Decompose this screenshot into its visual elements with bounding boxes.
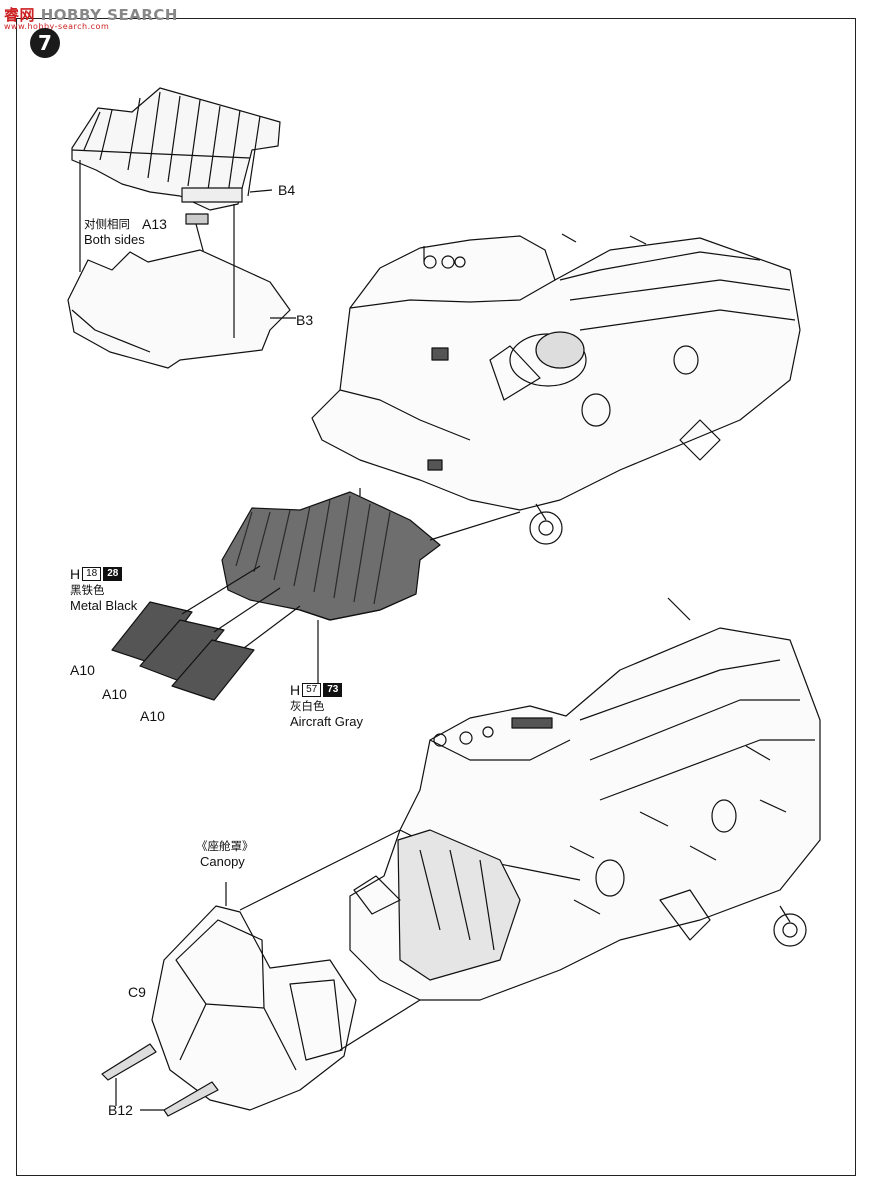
aircraft-gray-cn: 灰白色 <box>290 701 325 713</box>
paint-code-2: 73 <box>323 683 343 697</box>
watermark-brand: 睿网 <box>4 6 36 24</box>
part-a10-2 <box>139 619 225 683</box>
part-a13 <box>185 213 209 225</box>
part-label-a10-2: A10 <box>102 686 127 702</box>
part-b12-pin-1 <box>101 1043 157 1081</box>
part-label-b3: B3 <box>296 312 314 328</box>
page-frame <box>16 18 856 1176</box>
paint-aircraft-gray: H 57 73 <box>290 682 343 698</box>
canopy-cn: 《座舱罩》 <box>196 841 254 853</box>
both-sides-en: Both sides <box>84 232 145 247</box>
part-a10-1 <box>111 601 193 665</box>
paint-code-1: 57 <box>302 683 322 697</box>
paint-code-1: 18 <box>82 567 102 581</box>
part-a10-3 <box>171 639 255 701</box>
watermark-url: www.hobby-search.com <box>4 22 110 31</box>
watermark-text: HOBBY SEARCH <box>40 6 178 24</box>
paint-code-2: 28 <box>103 567 123 581</box>
upper-floor-panel-b4 <box>71 87 281 211</box>
paint-prefix: H <box>290 682 301 698</box>
paint-metal-black: H 18 28 <box>70 566 123 582</box>
part-label-a10-3: A10 <box>140 708 165 724</box>
paint-prefix: H <box>70 566 81 582</box>
watermark: 睿网 HOBBY SEARCH www.hobby-search.com <box>4 4 178 31</box>
both-sides-cn: 对侧相同 <box>84 219 130 231</box>
step-number-badge: 7 <box>30 28 60 58</box>
part-label-b12: B12 <box>108 1102 133 1118</box>
helicopter-upper <box>311 233 801 545</box>
floor-plate-middle <box>221 491 441 621</box>
part-label-a10-1: A10 <box>70 662 95 678</box>
part-label-b4: B4 <box>278 182 296 198</box>
aircraft-gray-en: Aircraft Gray <box>290 714 363 729</box>
helicopter-lower <box>349 597 821 1001</box>
part-b12-pin-2 <box>163 1081 219 1117</box>
part-label-a13: A13 <box>142 216 167 232</box>
metal-black-en: Metal Black <box>70 598 138 613</box>
part-c9-canopy <box>151 905 357 1111</box>
floor-panel-b3 <box>67 249 291 369</box>
canopy-en: Canopy <box>200 854 245 869</box>
metal-black-cn: 黑铁色 <box>70 585 105 597</box>
part-label-c9: C9 <box>128 984 146 1000</box>
